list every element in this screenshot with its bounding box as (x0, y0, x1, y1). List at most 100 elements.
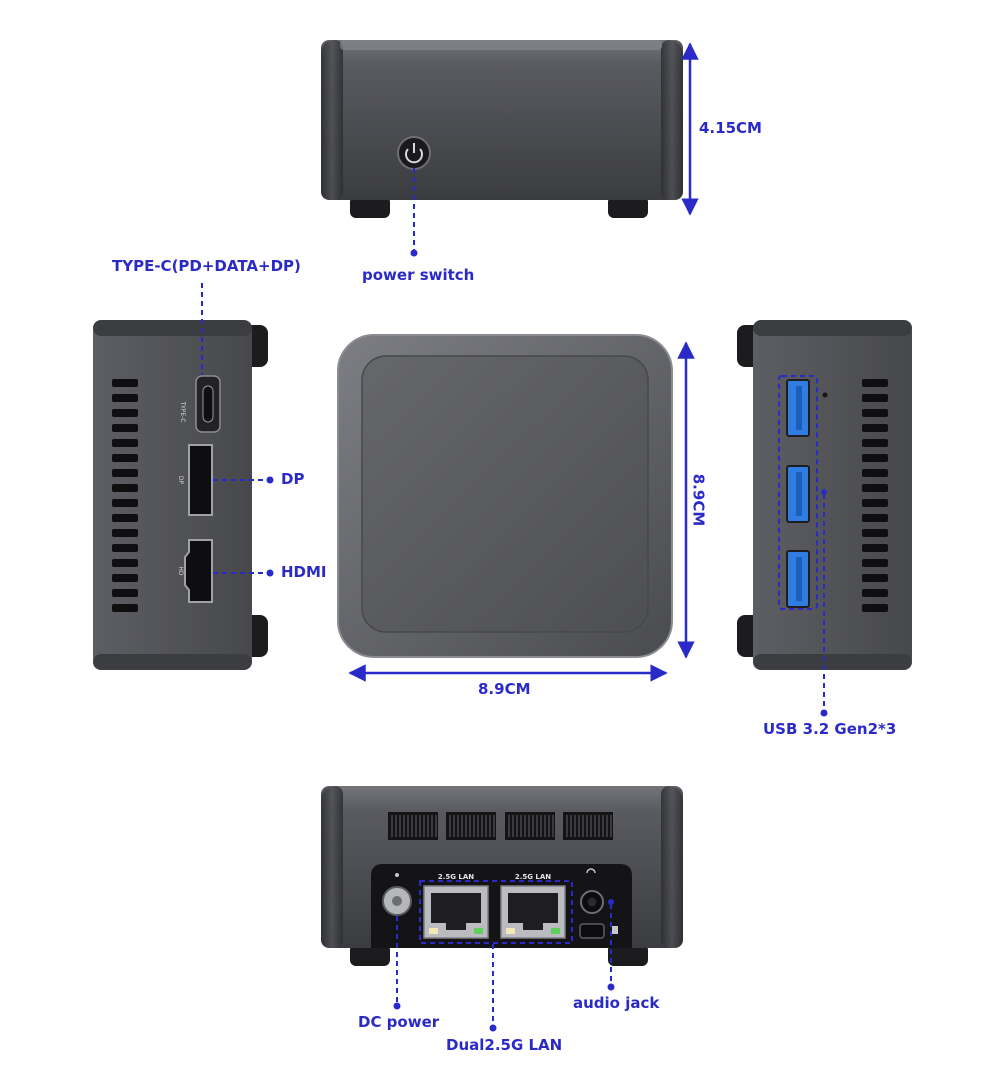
vent-slot (112, 394, 138, 402)
back-view (321, 786, 683, 966)
vent-slot (862, 394, 888, 402)
vent-fin (586, 815, 588, 837)
vent-slot (862, 484, 888, 492)
vent-fin (566, 815, 568, 837)
lan-leader (489, 944, 497, 1032)
vent-fin (528, 815, 530, 837)
vent-fin (461, 815, 463, 837)
vent-slot (112, 469, 138, 477)
vent-fin (516, 815, 518, 837)
vent-slot (112, 589, 138, 597)
vent-slot (862, 514, 888, 522)
vent-slot (862, 604, 888, 612)
vent-slot (862, 529, 888, 537)
audio-jack-leader (607, 899, 615, 991)
power-switch-label: power switch (362, 266, 475, 284)
vent-slot (862, 409, 888, 417)
vent-slot (112, 379, 138, 387)
vent-fin (598, 815, 600, 837)
dp-label: DP (281, 470, 305, 488)
vent-slot (862, 499, 888, 507)
vent-fin (578, 815, 580, 837)
dc-jack-icon (382, 886, 412, 916)
depth-label: 8.9CM (689, 473, 708, 527)
vent-fin (590, 815, 592, 837)
vent-slot (112, 514, 138, 522)
vent-slot (862, 379, 888, 387)
vent-slot (112, 574, 138, 582)
vent-fin (407, 815, 409, 837)
power-button-icon (397, 136, 431, 170)
width-label: 8.9CM (478, 680, 531, 698)
vent-fin (524, 815, 526, 837)
vent-fin (512, 815, 514, 837)
lan1-print: 2.5G LAN (438, 873, 474, 881)
power-switch-leader (410, 168, 418, 257)
vent-fin (427, 815, 429, 837)
hdmi-label: HDMI (281, 563, 327, 581)
dual-lan-label: Dual2.5G LAN (446, 1036, 563, 1054)
vent-fin (473, 815, 475, 837)
front-view (321, 40, 683, 218)
hd-print: HD (177, 566, 184, 576)
vent-fin (399, 815, 401, 837)
vent-fin (594, 815, 596, 837)
vent-slot (862, 559, 888, 567)
vent-slot (112, 439, 138, 447)
vent-fin (457, 815, 459, 837)
vent-fin (508, 815, 510, 837)
type-c-print: TYPE-C (179, 400, 186, 422)
vent-slot (862, 589, 888, 597)
usb-label: USB 3.2 Gen2*3 (763, 720, 897, 738)
vent-slot (112, 454, 138, 462)
vent-fin (552, 815, 554, 837)
vent-fin (532, 815, 534, 837)
vent-fin (411, 815, 413, 837)
vent-fin (536, 815, 538, 837)
usb-leader (820, 489, 828, 717)
height-label: 4.15CM (699, 119, 762, 137)
vent-fin (493, 815, 495, 837)
type-c-port-icon (195, 375, 221, 433)
vent-slot (112, 424, 138, 432)
vent-slot (112, 529, 138, 537)
vent-fin (391, 815, 393, 837)
lan-group-outline (419, 880, 573, 944)
vent-slot (112, 604, 138, 612)
back-vent-slots (388, 812, 613, 840)
vent-slot (862, 544, 888, 552)
vent-fin (520, 815, 522, 837)
dp-leader (213, 476, 274, 484)
vent-slot (112, 544, 138, 552)
vent-fin (485, 815, 487, 837)
usb-port-icon (786, 379, 810, 608)
usb-group-outline (778, 375, 818, 610)
vent-fin (465, 815, 467, 837)
vent-slot (862, 574, 888, 582)
hdmi-leader (213, 569, 274, 577)
vent-fin (477, 815, 479, 837)
vent-fin (544, 815, 546, 837)
vent-fin (481, 815, 483, 837)
vent-fin (610, 815, 612, 837)
vent-fin (449, 815, 451, 837)
top-view (337, 334, 673, 658)
left-side-view (93, 320, 268, 670)
vent-fin (415, 815, 417, 837)
vent-slot (862, 454, 888, 462)
kensington-slot (579, 923, 605, 939)
vent-fin (602, 815, 604, 837)
audio-jack-label: audio jack (573, 994, 660, 1012)
vent-slot (112, 499, 138, 507)
vent-slot (112, 559, 138, 567)
vent-fin (435, 815, 437, 837)
vent-fin (606, 815, 608, 837)
dp-print: DP (177, 476, 184, 485)
hdmi-port-icon (184, 539, 213, 603)
vent-fin (431, 815, 433, 837)
vent-slot (112, 484, 138, 492)
right-vent-slots (862, 379, 888, 612)
vent-slot (862, 469, 888, 477)
